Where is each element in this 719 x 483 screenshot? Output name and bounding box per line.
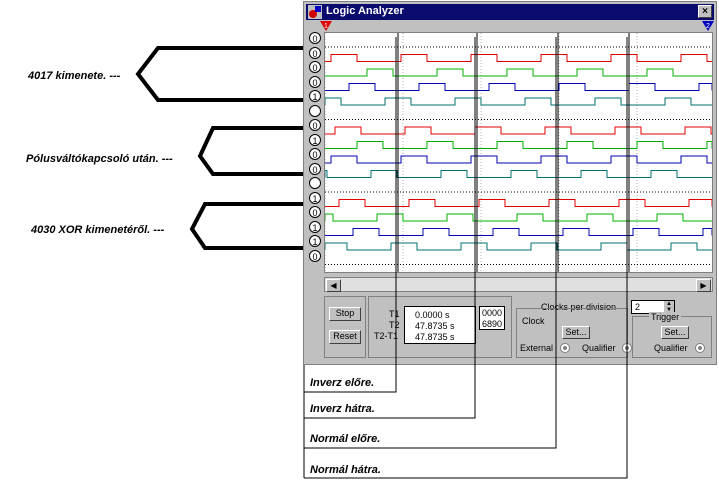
t2-value: 47.8735 s xyxy=(415,321,455,331)
run-controls-group xyxy=(324,296,366,358)
waveform-trace xyxy=(325,141,712,149)
caption-inverz-hatra: Inverz hátra. xyxy=(310,403,375,415)
annotation-braces xyxy=(135,46,303,250)
spinner-arrows[interactable]: ▲▼ xyxy=(664,301,674,313)
waveform-trace xyxy=(325,242,712,251)
bit-indicator: 0 xyxy=(309,61,321,73)
waveform-trace xyxy=(325,97,712,106)
marker-2-label: 2 xyxy=(706,23,710,30)
scroll-right-arrow[interactable]: ▶ xyxy=(696,279,711,292)
waveform-trace xyxy=(325,228,712,236)
waveform-trace xyxy=(325,155,712,164)
clock-set-button[interactable]: Set... xyxy=(562,326,590,339)
clocks-per-division-spinner[interactable]: 2 ▲▼ xyxy=(631,300,675,314)
horizontal-scrollbar[interactable]: ◀ ▶ xyxy=(324,277,713,292)
bit-indicator: 0 xyxy=(309,162,321,175)
waveform-trace xyxy=(325,170,712,178)
qualifier-label-2: Qualifier xyxy=(654,343,688,353)
reset-button[interactable]: Reset xyxy=(329,330,361,344)
waveform-trace xyxy=(325,83,712,91)
bit-indicator: 0 xyxy=(309,249,321,262)
marker-1-handle[interactable] xyxy=(320,21,332,31)
stop-button[interactable]: Stop xyxy=(329,307,361,321)
bit-indicator: 0 xyxy=(309,119,321,131)
scroll-left-arrow[interactable]: ◀ xyxy=(326,279,341,292)
qualifier-radio-2[interactable] xyxy=(695,343,705,353)
close-button[interactable]: × xyxy=(698,5,712,18)
external-label: External xyxy=(520,343,554,353)
trigger-set-button[interactable]: Set... xyxy=(661,326,689,339)
annotation-polusvalto: Pólusváltókapcsoló után. --- xyxy=(26,153,173,165)
marker-1-label: 1 xyxy=(324,23,328,30)
bit-indicator xyxy=(309,177,321,189)
waveform-trace xyxy=(325,126,712,135)
bit-indicator: 1 xyxy=(309,191,321,204)
waveform-canvas xyxy=(325,33,712,272)
external-radio[interactable] xyxy=(560,343,570,353)
waveform-display[interactable] xyxy=(324,32,713,273)
waveform-trace xyxy=(325,54,712,62)
t2-t1-label: T2-T1 xyxy=(374,331,399,341)
bit-indicator: 0 xyxy=(309,148,321,160)
logic-analyzer-icon xyxy=(308,5,322,19)
title-bar[interactable]: Logic Analyzer × xyxy=(306,4,714,20)
time-values-box: 0.0000 s 47.8735 s 47.8735 s xyxy=(404,306,476,344)
bit-indicator: 1 xyxy=(309,220,321,233)
marker-2-handle[interactable] xyxy=(702,21,714,31)
caption-normal-elore: Normál előre. xyxy=(310,433,381,445)
caption-inverz-elore: Inverz előre. xyxy=(310,377,375,389)
clocks-per-division-value: 2 xyxy=(635,302,641,312)
caption-normal-hatra: Normál hátra. xyxy=(310,464,381,476)
hex-readout-box: 0000 6890 xyxy=(479,306,505,330)
t2-label: T2 xyxy=(389,320,400,330)
bit-indicator: 1 xyxy=(309,235,321,247)
qualifier-label-1: Qualifier xyxy=(582,343,616,353)
bit-indicator: 0 xyxy=(309,75,321,88)
clock-label: Clock xyxy=(520,316,547,326)
t2-t1-value: 47.8735 s xyxy=(415,332,455,342)
bit-indicator xyxy=(309,104,321,117)
waveform-trace xyxy=(325,68,712,77)
bit-indicator: 0 xyxy=(309,46,321,59)
bit-indicator: 0 xyxy=(309,206,321,218)
annotation-4030: 4030 XOR kimenetéről. --- xyxy=(31,224,165,236)
t1-value: 0.0000 s xyxy=(415,310,450,320)
t1-label: T1 xyxy=(389,309,400,319)
window-title: Logic Analyzer xyxy=(326,5,404,17)
waveform-trace xyxy=(325,213,712,222)
annotation-4017: 4017 kimenete. --- xyxy=(28,70,121,82)
waveform-trace xyxy=(325,199,712,207)
bit-indicator: 1 xyxy=(309,90,321,102)
hex-top-value: 0000 xyxy=(482,308,503,318)
marker-heads: 1 2 xyxy=(320,21,714,31)
qualifier-radio-1[interactable] xyxy=(622,343,632,353)
trigger-label: Trigger xyxy=(649,312,682,322)
bit-indicator: 1 xyxy=(309,133,321,146)
hex-bottom-value: 6890 xyxy=(482,319,503,329)
bit-indicator: 0 xyxy=(309,32,321,44)
